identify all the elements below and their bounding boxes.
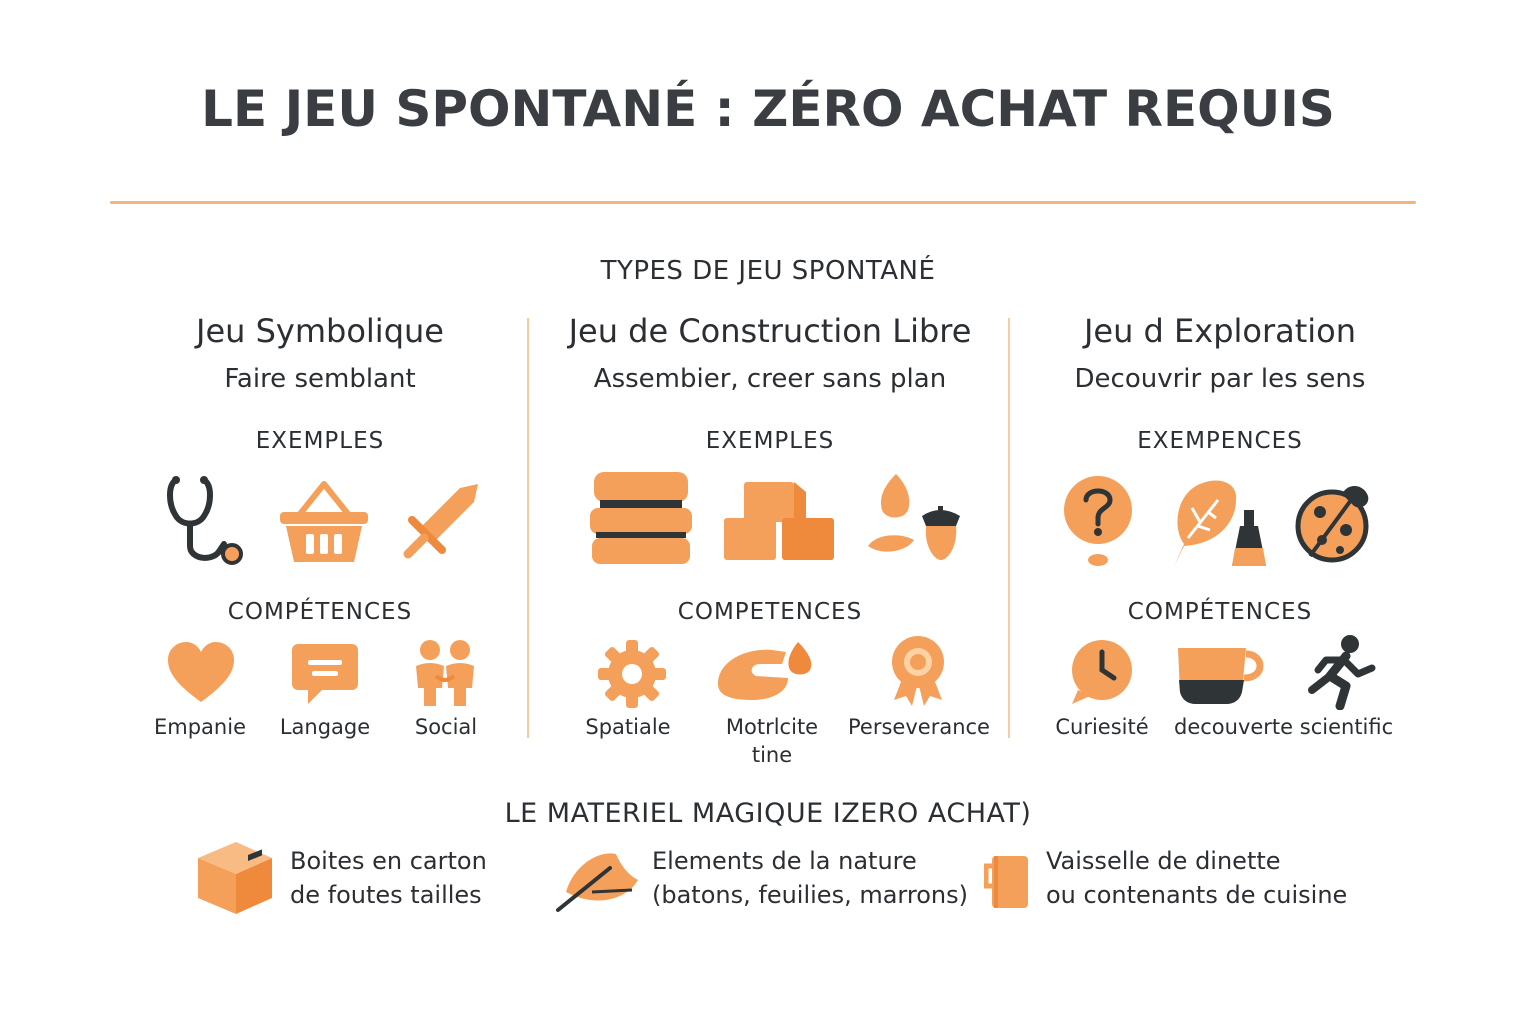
sword-icon bbox=[400, 480, 482, 562]
leaf-stick-icon bbox=[556, 848, 642, 914]
material-text: Elements de la nature (batons, feuilies,… bbox=[652, 847, 968, 909]
cardboard-box-icon bbox=[196, 840, 274, 916]
examples-label: EXEMPLES bbox=[705, 428, 835, 454]
acorns-icon bbox=[862, 470, 966, 566]
skill-label: Social bbox=[414, 715, 478, 739]
stethoscope-icon bbox=[164, 474, 248, 568]
basket-icon bbox=[276, 476, 372, 566]
column-symbolic-play: Jeu Symbolique Faire semblant EXEMPLES C… bbox=[120, 310, 520, 770]
skill-label: Spatiale bbox=[585, 715, 671, 739]
examples-label: EXEMPENCES bbox=[1137, 428, 1303, 454]
column-free-construction: Jeu de Construction Libre Assembier, cre… bbox=[540, 310, 1000, 770]
stacked-cushions-icon bbox=[586, 470, 696, 566]
ladybug-icon bbox=[1292, 474, 1372, 570]
gear-icon bbox=[596, 638, 668, 710]
running-person-icon bbox=[1302, 634, 1378, 710]
skill-label: tine bbox=[751, 743, 793, 767]
column-subtitle: Faire semblant bbox=[224, 364, 416, 394]
heart-icon bbox=[166, 640, 236, 704]
skills-label: COMPÉTENCES bbox=[227, 599, 413, 625]
skill-label: Motrlcite bbox=[725, 715, 819, 739]
column-exploration-play: Jeu d Exploration Decouvrir par les sens… bbox=[1020, 310, 1420, 770]
skills-label: COMPETENCES bbox=[677, 599, 863, 625]
material-text: Vaisselle de dinette ou contenants de cu… bbox=[1046, 847, 1348, 909]
people-icon bbox=[410, 638, 480, 708]
pot-icon bbox=[984, 852, 1030, 910]
skill-label: Curiesité bbox=[1055, 715, 1149, 739]
cup-icon bbox=[1176, 640, 1268, 706]
question-icon bbox=[1060, 474, 1136, 568]
column-title: Jeu Symbolique bbox=[196, 312, 444, 350]
title-divider bbox=[110, 201, 1416, 204]
column-divider bbox=[527, 318, 529, 738]
material-text: Boites en carton de foutes tailles bbox=[290, 847, 487, 909]
column-title: Jeu de Construction Libre bbox=[568, 312, 972, 350]
clock-bubble-icon bbox=[1068, 638, 1134, 706]
skills-label: COMPÉTENCES bbox=[1127, 599, 1313, 625]
magic-material-title: LE MATERIEL MAGIQUE IZERO ACHAT) bbox=[504, 798, 1032, 829]
skill-label: decouverte scientific bbox=[1174, 715, 1394, 739]
page-title: LE JEU SPONTANÉ : ZÉRO ACHAT REQUIS bbox=[201, 80, 1335, 138]
skill-label: Perseverance bbox=[848, 715, 990, 739]
column-subtitle: Decouvrir par les sens bbox=[1074, 364, 1366, 394]
hand-icon bbox=[716, 638, 820, 702]
section-title: TYPES DE JEU SPONTANÉ bbox=[600, 256, 936, 286]
medal-icon bbox=[886, 634, 950, 706]
column-subtitle: Assembier, creer sans plan bbox=[593, 364, 947, 394]
examples-label: EXEMPLES bbox=[255, 428, 385, 454]
column-divider bbox=[1008, 318, 1010, 738]
column-title: Jeu d Exploration bbox=[1083, 312, 1357, 350]
speech-bubble-icon bbox=[290, 642, 360, 706]
leaf-bubble-icon bbox=[1170, 474, 1280, 570]
skill-label: Empanie bbox=[154, 715, 246, 739]
blocks-icon bbox=[722, 478, 836, 562]
skill-label: Langage bbox=[279, 715, 371, 739]
